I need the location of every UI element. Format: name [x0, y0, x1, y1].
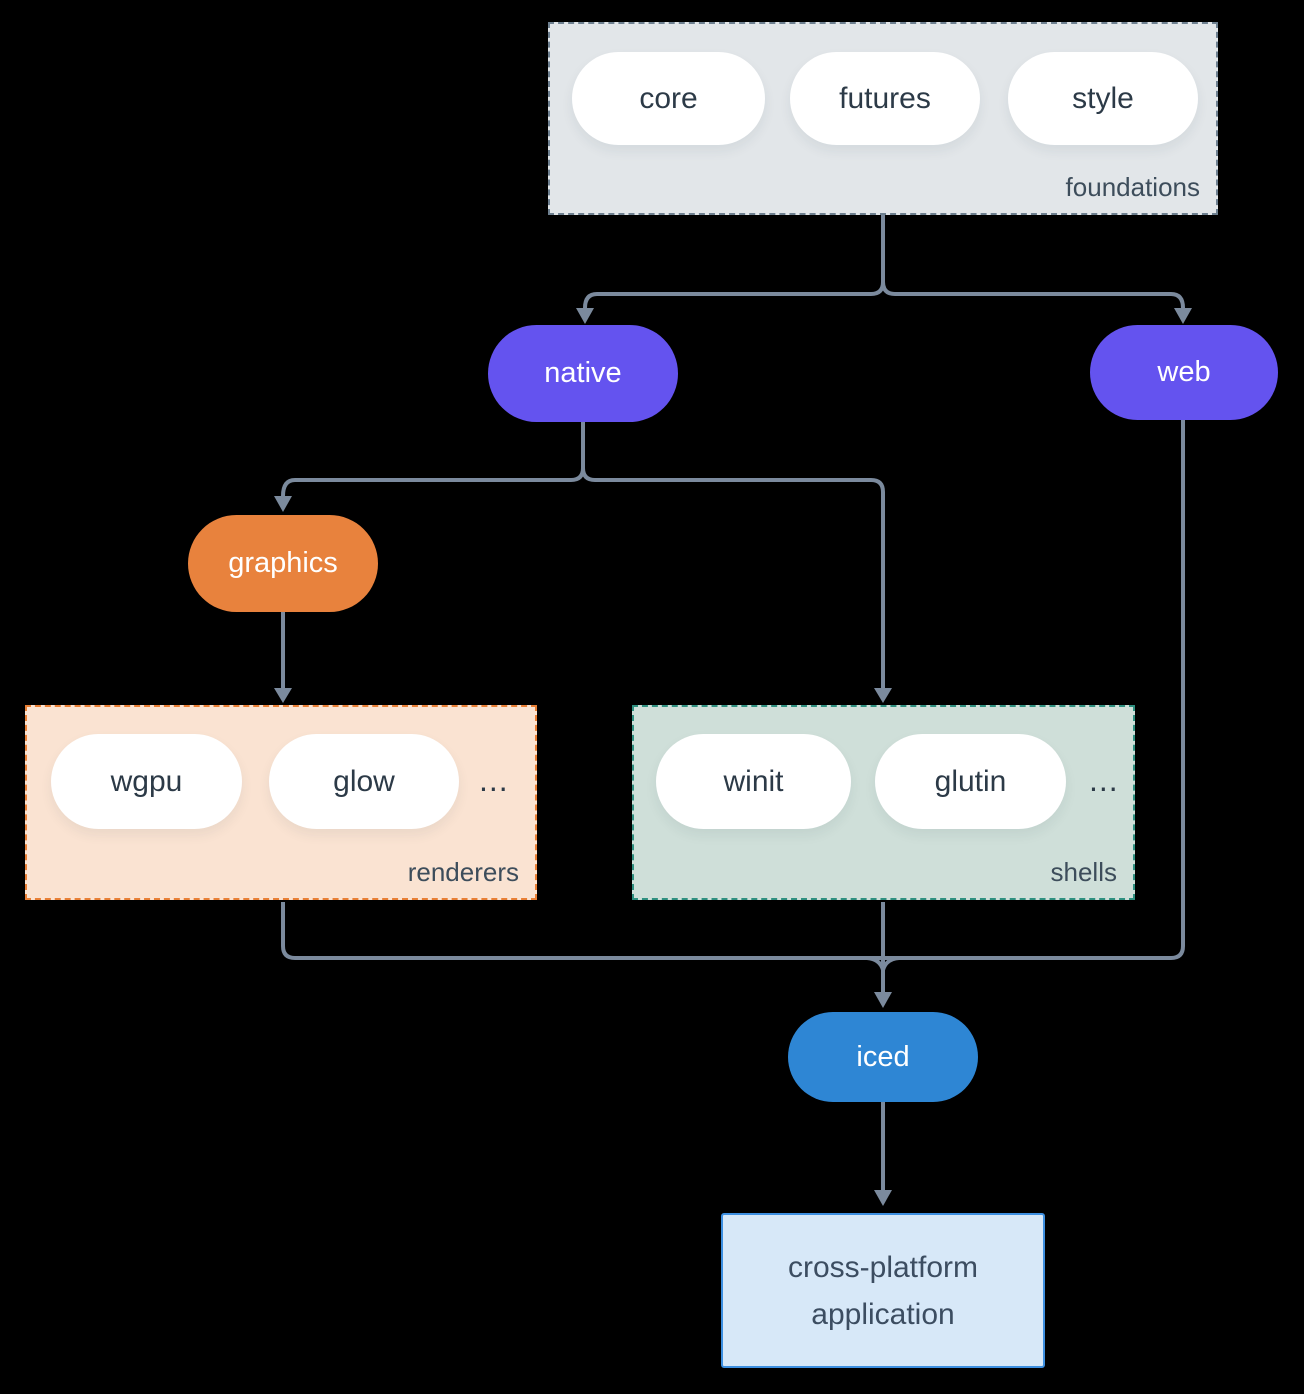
node-iced-label: iced	[856, 1040, 910, 1073]
renderers-ellipsis: ...	[479, 762, 509, 798]
arrowhead-application	[874, 1190, 892, 1206]
edge-merge-flare-right	[881, 956, 900, 971]
group-renderers: wgpu glow ... renderers	[25, 705, 537, 900]
group-foundations: core futures style foundations	[548, 22, 1218, 215]
node-graphics-label: graphics	[228, 547, 338, 579]
arrowhead-native	[576, 308, 594, 324]
edge-foundations-native	[583, 215, 885, 309]
node-style-label: style	[1072, 81, 1134, 115]
node-web: web	[1090, 325, 1278, 420]
node-winit-label: winit	[723, 764, 784, 798]
node-wgpu: wgpu	[51, 734, 242, 829]
node-style: style	[1008, 52, 1198, 145]
node-winit: winit	[656, 734, 851, 829]
node-web-label: web	[1157, 356, 1211, 388]
shells-ellipsis: ...	[1089, 762, 1119, 798]
node-native: native	[488, 325, 678, 422]
node-wgpu-label: wgpu	[110, 764, 183, 798]
node-futures: futures	[790, 52, 980, 145]
node-core: core	[572, 52, 765, 145]
node-glow-label: glow	[333, 764, 395, 798]
arrowhead-graphics	[274, 496, 292, 512]
arrowhead-web	[1174, 308, 1192, 324]
edge-merge-flare-left	[866, 956, 885, 971]
node-glutin: glutin	[875, 734, 1066, 829]
node-graphics: graphics	[188, 515, 378, 612]
arrowhead-renderers	[274, 688, 292, 703]
node-application-line1: cross-platform	[787, 1250, 979, 1284]
node-glow: glow	[269, 734, 459, 829]
node-application-line2: application	[811, 1297, 955, 1331]
group-renderers-label: renderers	[407, 857, 519, 887]
node-iced: iced	[788, 1012, 978, 1102]
arrowhead-iced	[874, 992, 892, 1008]
arrowhead-shells	[874, 688, 892, 703]
group-foundations-label: foundations	[1065, 172, 1200, 202]
node-native-label: native	[544, 357, 622, 389]
node-futures-label: futures	[839, 81, 931, 115]
edge-foundations-web	[881, 281, 1185, 309]
node-glutin-label: glutin	[934, 764, 1007, 798]
group-shells-label: shells	[1050, 857, 1117, 887]
edge-native-graphics	[281, 422, 585, 497]
group-shells: winit glutin ... shells	[632, 705, 1135, 900]
node-application: cross-platform application	[721, 1213, 1045, 1368]
edge-native-shells	[581, 467, 885, 688]
node-core-label: core	[639, 81, 698, 115]
